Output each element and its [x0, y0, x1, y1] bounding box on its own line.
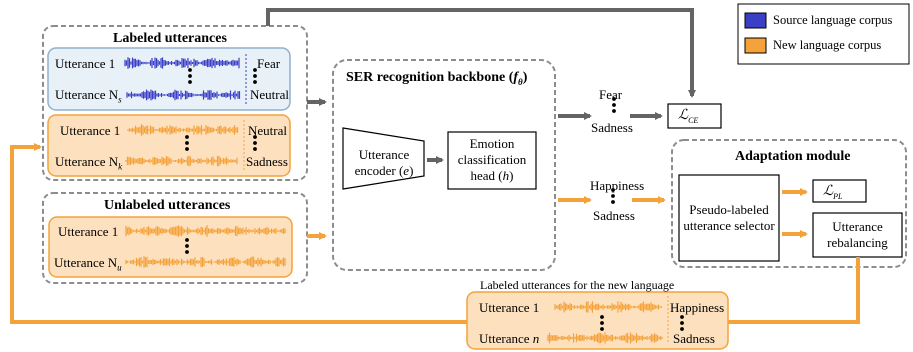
ellipsis-dot-4-1: [253, 141, 257, 145]
ellipsis-dot-5-2: [612, 109, 616, 113]
labeled-utterances-title: Labeled utterances: [113, 31, 227, 46]
legend-source-swatch: [744, 12, 767, 29]
source-utterance-first-label: Utterance 1: [55, 56, 116, 71]
ellipsis-dot-0-1: [188, 74, 192, 78]
ellipsis-dot-1-2: [185, 147, 189, 151]
new-language-utterance-first-label: Utterance 1: [479, 300, 540, 315]
ellipsis-dot-7-2: [600, 327, 604, 331]
ellipsis-dot-1-1: [185, 141, 189, 145]
new-language-last-waveform: [547, 332, 663, 344]
new-language-emotion-top: Happiness: [670, 300, 725, 315]
new-labeled-last-waveform: [125, 155, 238, 167]
unlabeled-utterance-first-label: Utterance 1: [58, 224, 119, 239]
source-emotion-top: Fear: [257, 56, 281, 71]
ellipsis-dot-6-0: [611, 188, 615, 192]
ellipsis-dot-3-1: [253, 74, 257, 78]
unlabeled-utterances-title: Unlabeled utterances: [104, 198, 231, 213]
ellipsis-dot-5-0: [612, 97, 616, 101]
ellipsis-dot-8-0: [680, 315, 684, 319]
new-labeled-first-waveform: [127, 124, 239, 136]
new-language-utterance-last-label: Utterance n: [479, 331, 540, 346]
utterance-rebalancing-label: Utterance rebalancing: [827, 219, 888, 250]
legend-new-swatch: [744, 37, 767, 54]
output-top-sadness: Sadness: [591, 120, 633, 135]
loss-pl-label: ℒPL: [823, 184, 843, 201]
new-labeled-emotion-bottom: Sadness: [246, 154, 288, 169]
ellipsis-dot-7-0: [600, 315, 604, 319]
utterance-encoder-shape: [342, 127, 425, 190]
pseudo-labeled-selector-box: [678, 174, 780, 262]
output-top-fear: Fear: [599, 87, 623, 102]
new-language-caption: Labeled utterances for the new language: [480, 278, 675, 292]
new-labeled-utterance-first-label: Utterance 1: [60, 123, 121, 138]
output-mid-sadness: Sadness: [593, 208, 635, 223]
ellipsis-dot-3-0: [253, 68, 257, 72]
ellipsis-dot-8-1: [680, 321, 684, 325]
ser-backbone-container: [332, 59, 556, 271]
ellipsis-dot-1-0: [185, 135, 189, 139]
ellipsis-dot-5-1: [612, 103, 616, 107]
ellipsis-dot-2-1: [185, 244, 189, 248]
new-language-first-waveform: [554, 301, 663, 313]
ellipsis-dot-8-2: [680, 327, 684, 331]
source-first-waveform: [124, 57, 240, 69]
source-last-waveform: [126, 89, 241, 101]
legend-source-label: Source language corpus: [773, 13, 893, 27]
loss-pl-box: [812, 179, 867, 203]
rebalancing-to-new-labeled-arrow: [728, 257, 860, 324]
legend-new-label: New language corpus: [773, 38, 882, 52]
loss-ce-label: ℒCE: [678, 108, 699, 125]
new-labeled-emotion-top: Neutral: [248, 123, 287, 138]
adaptation-module-container: [671, 139, 907, 268]
ellipsis-dot-7-1: [600, 321, 604, 325]
ellipsis-dot-4-0: [253, 135, 257, 139]
source-label-to-loss-ce-arrow: [266, 8, 696, 98]
ellipsis-dot-0-2: [188, 80, 192, 84]
ellipsis-dot-3-2: [253, 80, 257, 84]
emotion-classification-head-label: Emotion classification head (h): [457, 136, 527, 183]
labeled-utterances-container: [42, 25, 308, 181]
ellipsis-dot-6-1: [611, 194, 615, 198]
loss-ce-box: [667, 103, 722, 129]
unlabeled-first-waveform: [125, 225, 286, 237]
emotion-classification-head-box: [447, 131, 537, 190]
new-labeled-utterance-last-label: Utterance Nk: [55, 154, 123, 172]
ellipsis-dot-4-2: [253, 147, 257, 151]
source-emotion-bottom: Neutral: [250, 87, 289, 102]
new-language-emotion-bottom: Sadness: [673, 331, 715, 346]
adaptation-module-title: Adaptation module: [735, 149, 851, 164]
unlabeled-last-waveform: [125, 256, 286, 268]
ellipsis-dot-2-2: [185, 250, 189, 254]
ellipsis-dot-6-2: [611, 200, 615, 204]
output-mid-happiness: Happiness: [590, 178, 645, 193]
ellipsis-dot-2-0: [185, 238, 189, 242]
unlabeled-utterance-last-label: Utterance Nu: [54, 255, 122, 273]
ellipsis-dots-group: [185, 68, 684, 331]
source-utterance-last-label: Utterance Ns: [55, 87, 122, 105]
ellipsis-dot-0-0: [188, 68, 192, 72]
utterance-encoder-label: Utterance encoder (e): [354, 147, 414, 178]
new-labeled-feedback-arrow: [10, 143, 467, 324]
pseudo-labeled-selector-label: Pseudo-labeled utterance selector: [683, 202, 775, 233]
unlabeled-utterances-container: [42, 192, 308, 284]
ser-backbone-title: SER recognition backbone (fθ): [346, 70, 528, 87]
